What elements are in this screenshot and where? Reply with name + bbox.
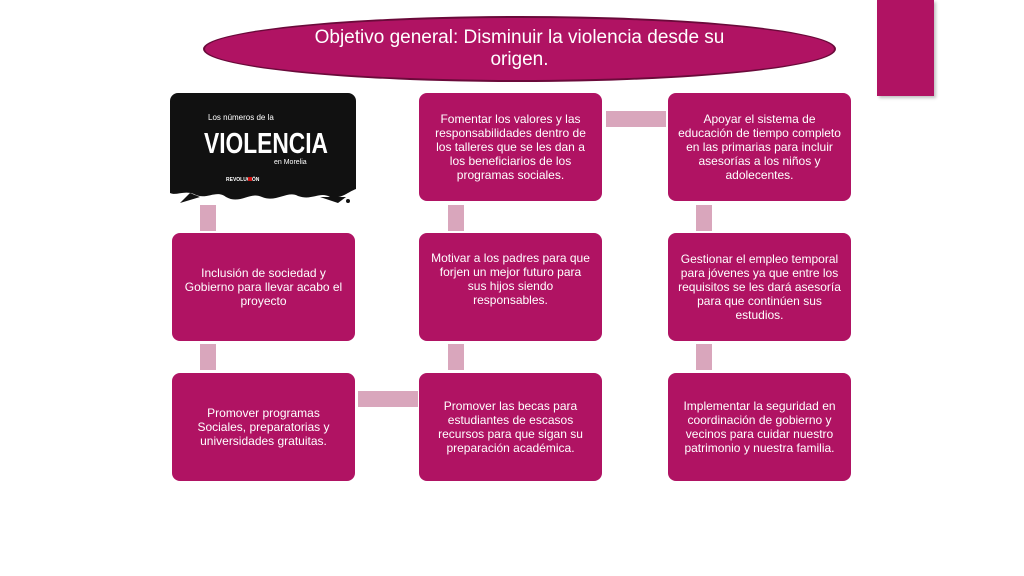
image-main-text: VIOLENCIA: [204, 128, 328, 160]
box-col3-bottom: Implementar la seguridad en coordinación…: [668, 373, 851, 481]
box-col1-bottom: Promover programas Sociales, preparatori…: [172, 373, 355, 481]
image-tag-text: REVOLUCIÓN: [226, 175, 260, 183]
image-red-mark: [248, 177, 252, 181]
violencia-image: Los números de la VIOLENCIA en Morelia R…: [170, 93, 356, 205]
box-col3-mid: Gestionar el empleo temporal para jóvene…: [668, 233, 851, 341]
box-col2-mid: Motivar a los padres para que forjen un …: [419, 233, 602, 341]
box-col2-top: Fomentar los valores y las responsabilid…: [419, 93, 602, 201]
diagram-title: Objetivo general: Disminuir la violencia…: [314, 27, 725, 70]
connector-c2-mid-bottom: [448, 344, 464, 370]
connector-c1-top-mid: [200, 205, 216, 231]
image-sub-text: en Morelia: [274, 159, 307, 166]
box-col2-bottom-text: Promover las becas para estudiantes de e…: [438, 399, 583, 455]
box-col3-bottom-text: Implementar la seguridad en coordinación…: [683, 399, 836, 455]
violencia-illustration: Los números de la VIOLENCIA en Morelia R…: [170, 93, 356, 205]
box-col1-mid: Inclusión de sociedad y Gobierno para ll…: [172, 233, 355, 341]
connector-c1-mid-bottom: [200, 344, 216, 370]
box-col1-bottom-text: Promover programas Sociales, preparatori…: [197, 406, 330, 448]
connector-c3-top-mid: [696, 205, 712, 231]
title-oval: Objetivo general: Disminuir la violencia…: [203, 16, 836, 82]
connector-c2-c3-top: [606, 111, 666, 127]
box-col2-bottom: Promover las becas para estudiantes de e…: [419, 373, 602, 481]
connector-c1-c2-bottom: [358, 391, 418, 407]
image-top-text: Los números de la: [208, 113, 274, 122]
box-col3-mid-text: Gestionar el empleo temporal para jóvene…: [678, 252, 841, 322]
box-col1-mid-text: Inclusión de sociedad y Gobierno para ll…: [184, 266, 343, 308]
connector-c3-mid-bottom: [696, 344, 712, 370]
box-col3-top-text: Apoyar el sistema de educación de tiempo…: [678, 112, 841, 182]
box-col3-top: Apoyar el sistema de educación de tiempo…: [668, 93, 851, 201]
box-col2-top-text: Fomentar los valores y las responsabilid…: [435, 112, 586, 182]
connector-c2-top-mid: [448, 205, 464, 231]
box-col2-mid-text: Motivar a los padres para que forjen un …: [431, 251, 590, 307]
corner-decoration-tab: [877, 0, 934, 96]
